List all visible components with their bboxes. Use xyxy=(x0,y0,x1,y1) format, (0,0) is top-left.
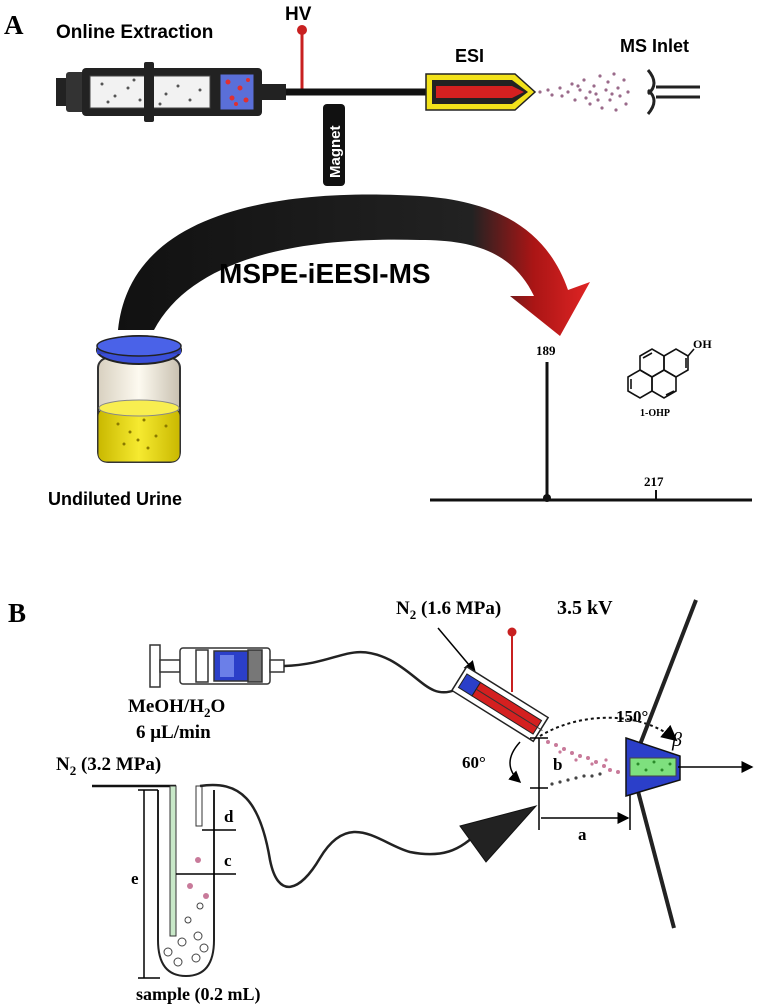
panel-b-letter: B xyxy=(8,598,26,628)
magnet-block xyxy=(323,104,345,186)
online-extraction-label: Online Extraction xyxy=(56,22,213,43)
label-e: e xyxy=(131,869,139,888)
peak-189-label: 189 xyxy=(536,343,556,358)
peak-217-label: 217 xyxy=(644,474,664,489)
ms-inlet-b xyxy=(625,599,754,929)
voltage-label: 3.5 kV xyxy=(557,597,613,619)
hydroxypyrene-structure xyxy=(627,348,695,399)
hv-label: HV xyxy=(285,4,312,25)
method-label: MSPE-iEESI-MS xyxy=(219,258,431,289)
spray-plume-b xyxy=(546,740,620,774)
syringe-a xyxy=(56,62,286,122)
n2-top-label: N2 (1.6 MPa) xyxy=(396,598,501,622)
panel-a-letter: A xyxy=(4,10,24,40)
n2-bottom-label: N2 (3.2 MPa) xyxy=(56,754,161,778)
mspe-arrow xyxy=(118,194,590,336)
spray-plume-a xyxy=(538,72,630,112)
panel-a: A Online Extraction HV ESI MS Inlet xyxy=(4,4,752,509)
label-a: a xyxy=(578,825,587,844)
label-b: b xyxy=(553,755,562,774)
compound-label: 1-OHP xyxy=(640,408,670,419)
angle-150-label: 150° xyxy=(616,707,648,726)
beta-label: β xyxy=(671,729,682,751)
ms-inlet-label: MS Inlet xyxy=(620,36,689,56)
label-c: c xyxy=(224,851,232,870)
sample-volume-label: sample (0.2 mL) xyxy=(136,984,261,1004)
syringe-b xyxy=(149,644,285,688)
sample-vial xyxy=(157,785,215,978)
solvent-label: MeOH/H2O xyxy=(128,696,225,720)
angle-60-label: 60° xyxy=(462,753,486,772)
sample-label-a: Undiluted Urine xyxy=(48,489,182,509)
oh-label: OH xyxy=(693,337,712,351)
magnet-label: Magnet xyxy=(327,125,344,178)
label-d: d xyxy=(224,807,234,826)
emitter-top xyxy=(450,665,550,743)
emitter-bottom xyxy=(459,805,538,863)
mass-spectrum: 189 217 xyxy=(430,343,752,502)
ms-inlet-a xyxy=(646,69,700,115)
esi-label: ESI xyxy=(455,46,484,66)
urine-jar xyxy=(96,335,182,463)
flow-label: 6 μL/min xyxy=(136,722,211,743)
spray-neutral xyxy=(550,772,602,786)
esi-emitter xyxy=(425,73,537,111)
panel-b: B MeOH/H2O 6 μL/min N2 (1.6 MPa) 3.5 kV xyxy=(8,597,754,1004)
